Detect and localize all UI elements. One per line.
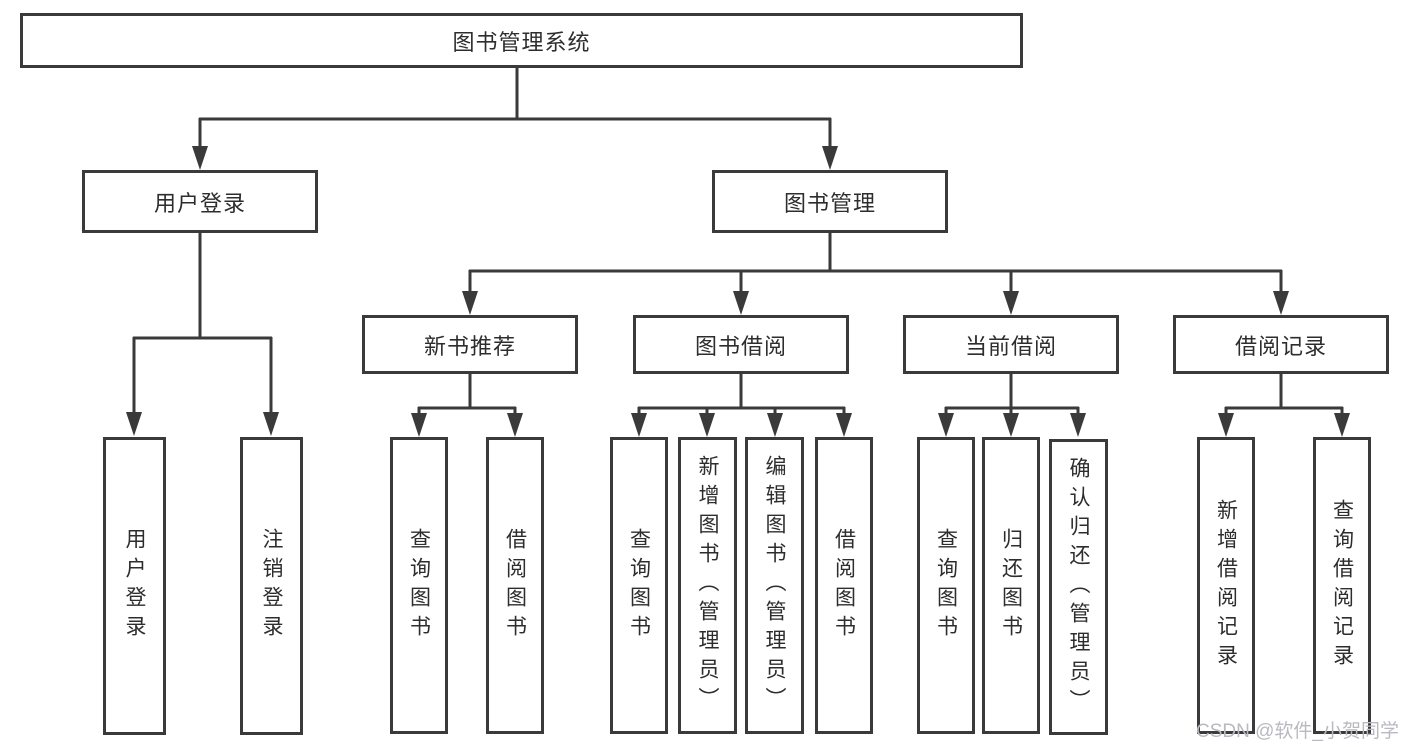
node-new-book-recommend-label: 新书推荐 [423,333,516,359]
leaf-br-query-record-label: 查询借阅记录 [1330,498,1354,673]
leaf-cb-confirm-return-admin-label: 确认归还（管理员） [1067,456,1090,718]
leaf-bb-borrow-books-label: 借阅图书 [832,527,856,644]
node-borrow-records: 借阅记录 [1173,315,1389,374]
connector-new-book [417,374,517,420]
node-book-borrowing: 图书借阅 [633,315,849,374]
leaf-nb-query-books-label: 查询图书 [407,527,431,644]
node-user-login: 用户登录 [82,170,318,233]
csdn-watermark: CSDN @软件_小贺同学 [1196,721,1399,742]
leaf-cb-query-books: 查询图书 [917,437,975,734]
node-library-system: 图书管理系统 [20,13,1023,68]
leaf-logout-label: 注销登录 [260,528,283,644]
connector-book-management [468,233,1283,295]
leaf-bb-add-books-admin: 新增图书（管理员） [678,437,737,734]
leaf-nb-borrow-books: 借阅图书 [486,437,544,734]
leaf-bb-edit-books-admin-label: 编辑图书（管理员） [763,455,786,716]
leaf-br-add-record: 新增借阅记录 [1197,437,1255,734]
connector-book-borrowing [637,374,846,420]
leaf-cb-return-books-label: 归还图书 [999,527,1023,644]
leaf-logout: 注销登录 [240,437,303,735]
leaf-bb-edit-books-admin: 编辑图书（管理员） [745,437,804,734]
leaf-bb-query-books: 查询图书 [610,437,668,734]
connector-root [198,68,832,150]
leaf-bb-add-books-admin-label: 新增图书（管理员） [696,455,719,716]
node-current-borrowing: 当前借阅 [903,315,1119,374]
leaf-cb-query-books-label: 查询图书 [934,527,958,644]
node-new-book-recommend: 新书推荐 [362,315,578,374]
leaf-cb-confirm-return-admin: 确认归还（管理员） [1049,439,1108,735]
connector-borrow-records [1224,374,1344,420]
node-book-management-label: 图书管理 [783,190,876,216]
leaf-br-query-record: 查询借阅记录 [1313,437,1371,734]
leaf-nb-borrow-books-label: 借阅图书 [503,527,527,644]
node-current-borrowing-label: 当前借阅 [964,333,1057,359]
leaf-bb-borrow-books: 借阅图书 [815,437,873,734]
leaf-user-login-label: 用户登录 [123,528,146,644]
node-borrow-records-label: 借阅记录 [1234,333,1327,359]
leaf-user-login: 用户登录 [103,437,166,735]
node-user-login-label: 用户登录 [153,190,246,216]
arrowheads [126,146,1350,437]
leaf-cb-return-books: 归还图书 [982,437,1040,734]
leaf-nb-query-books: 查询图书 [390,437,448,734]
connector-user-login [132,233,273,416]
leaf-br-add-record-label: 新增借阅记录 [1214,498,1238,673]
node-book-management: 图书管理 [712,170,948,233]
node-book-borrowing-label: 图书借阅 [694,333,787,359]
leaf-bb-query-books-label: 查询图书 [627,527,651,644]
node-library-system-label: 图书管理系统 [452,29,591,55]
